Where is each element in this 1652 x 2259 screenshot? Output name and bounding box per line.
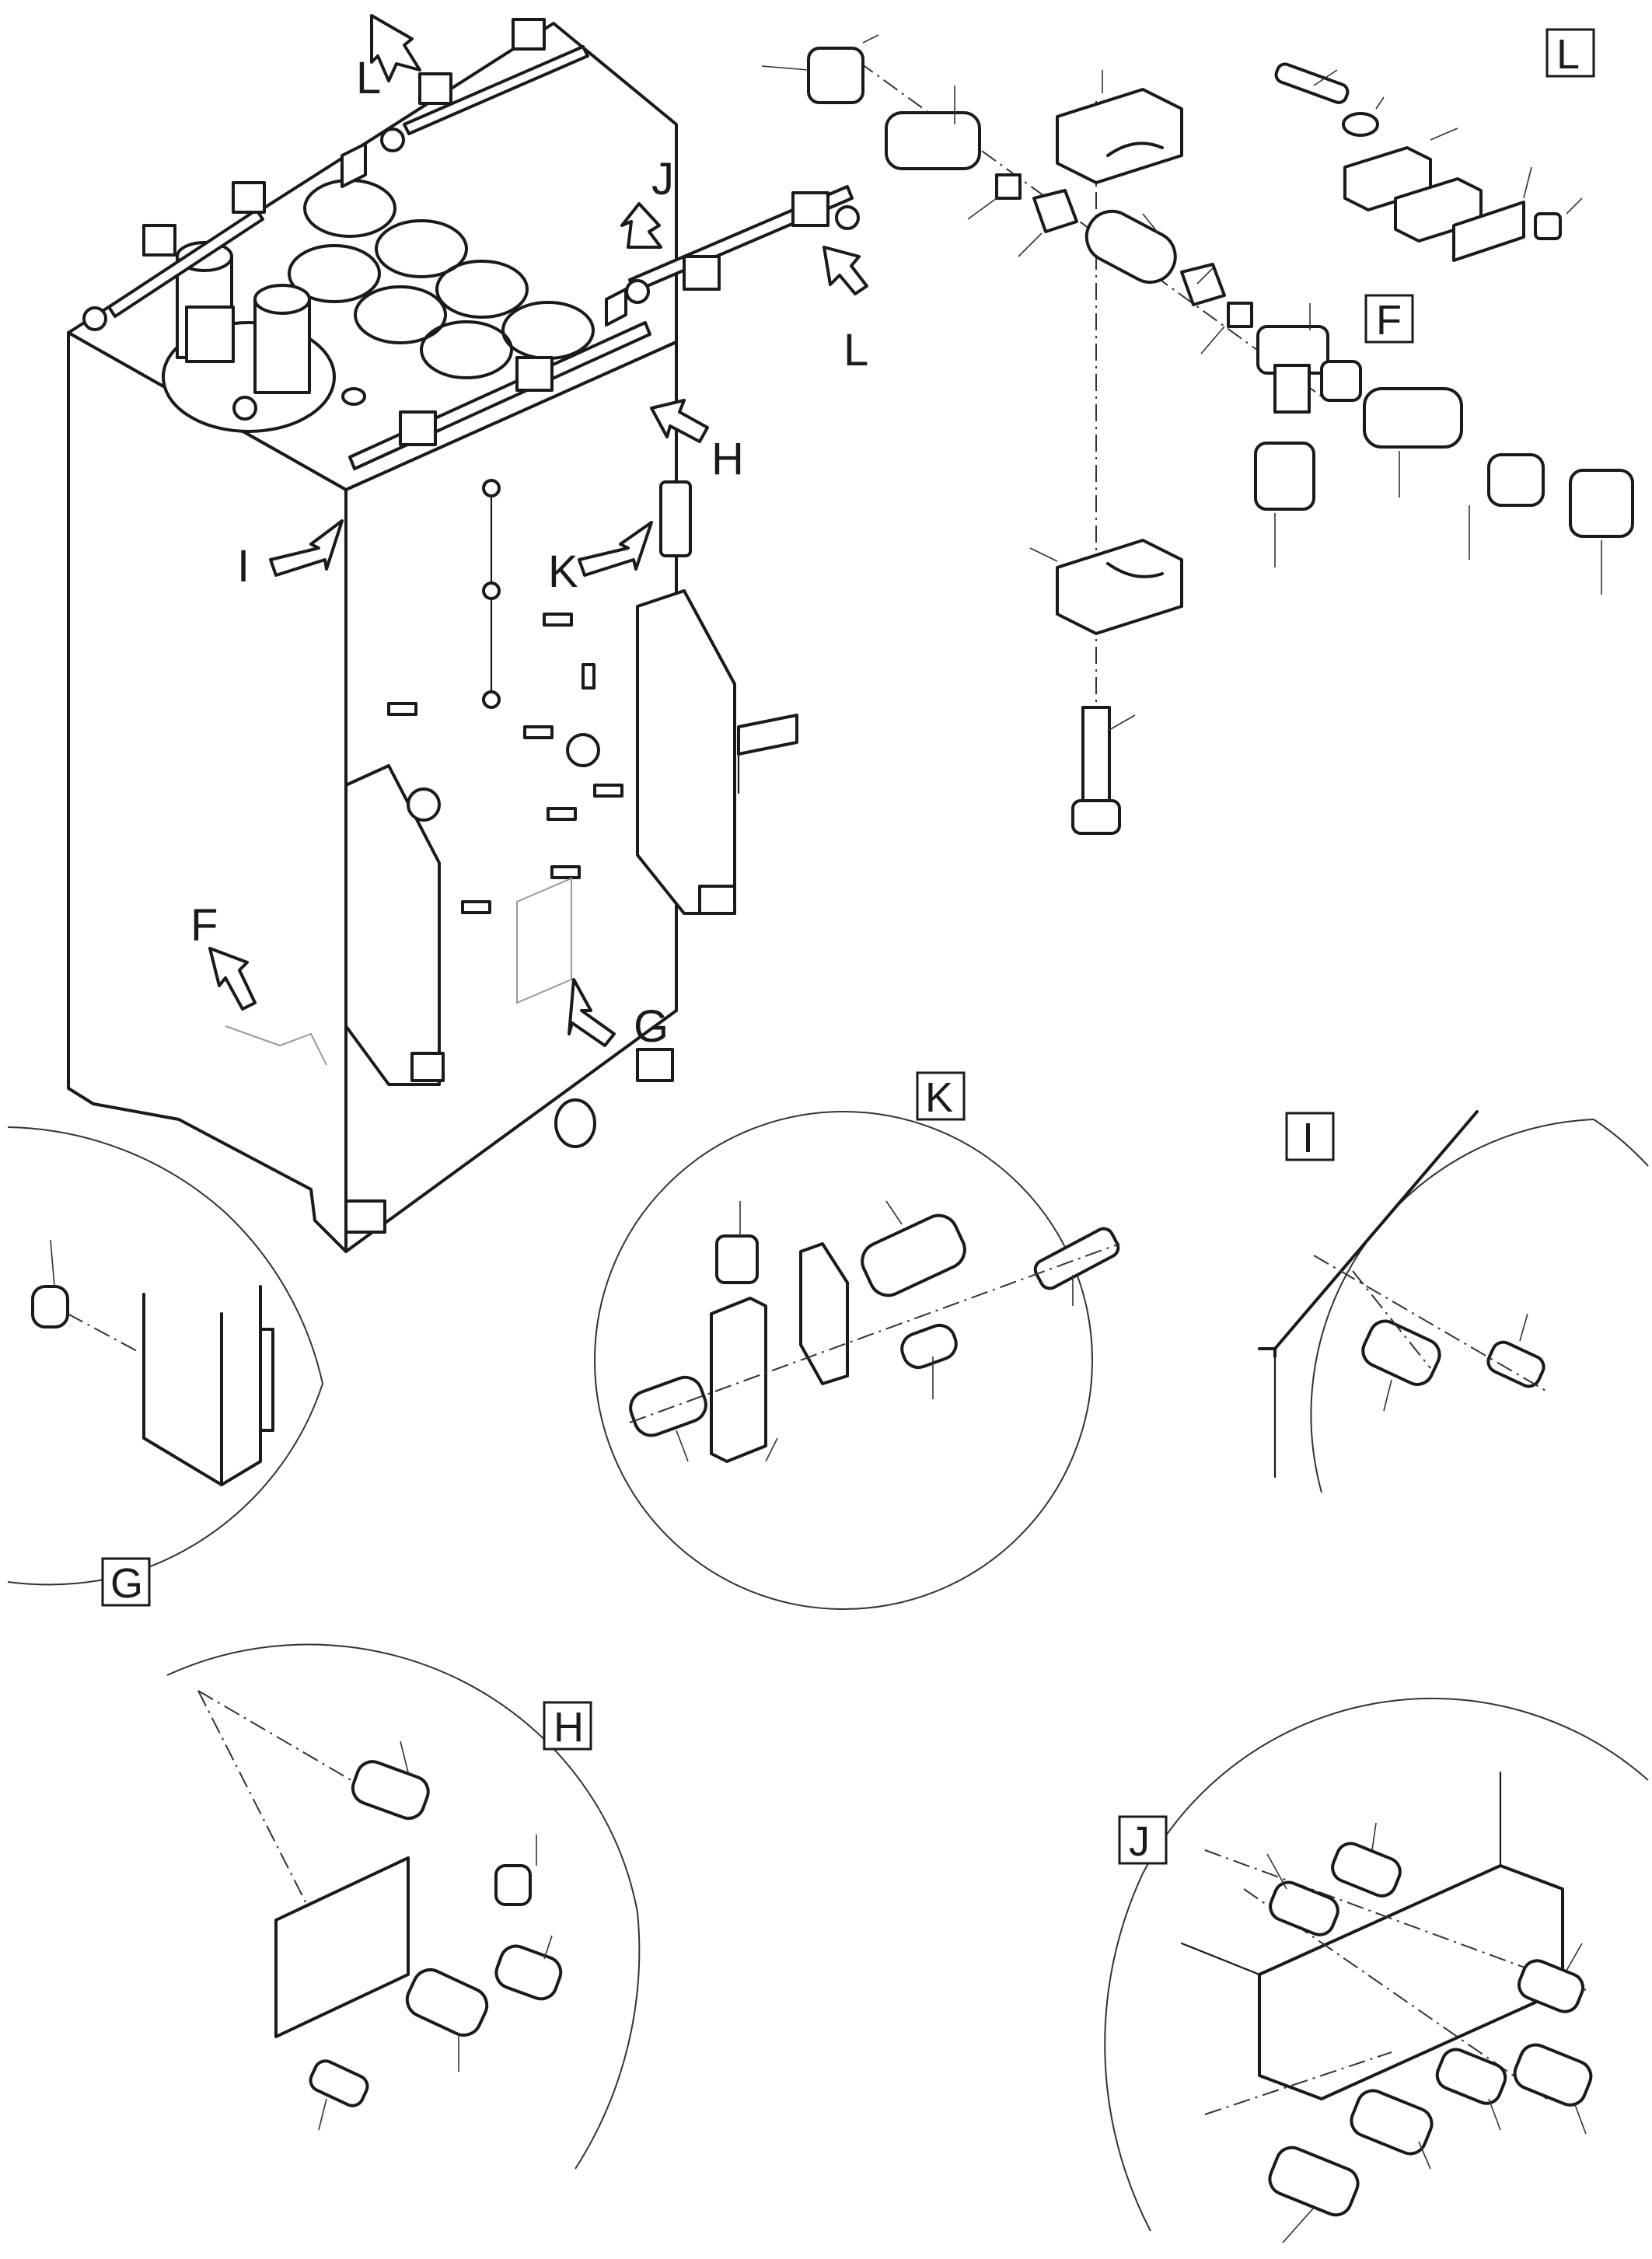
pipe-union <box>885 111 981 170</box>
arrow-J <box>620 202 662 249</box>
nipple-J-6 <box>1350 2089 1434 2156</box>
top-cylinders <box>162 241 336 433</box>
plate-L <box>1452 201 1525 262</box>
arrow-L-top <box>370 14 421 82</box>
cabinet-left-face <box>67 331 348 1253</box>
arrow-G <box>568 978 616 1047</box>
callout-L-top: L <box>356 53 381 103</box>
sleeve-K <box>900 1323 958 1370</box>
callout-arrows <box>208 14 868 1047</box>
nipple-J-2 <box>1269 1880 1339 1936</box>
right-face-details <box>225 479 692 1148</box>
detail-L-label: L <box>1545 28 1595 78</box>
detail-label-F: F <box>1376 297 1402 344</box>
bolt-L <box>1274 62 1350 104</box>
detail-F-label: F <box>1364 294 1414 344</box>
nipple-J-3 <box>1517 1959 1585 2013</box>
exploded-pipe-fittings <box>761 34 1634 835</box>
callout-K: K <box>548 546 578 597</box>
union-fitting-right <box>1363 387 1463 449</box>
plate-H <box>274 1856 410 2038</box>
detail-I: I <box>1258 1110 1649 1493</box>
plug-K <box>715 1234 759 1284</box>
nipple-I-small <box>1486 1340 1545 1388</box>
detail-label-J: J <box>1129 1818 1150 1865</box>
detail-label-H: H <box>554 1704 584 1751</box>
elbow-fitting-right <box>1569 469 1634 538</box>
side-ducts <box>344 589 798 1234</box>
clamp-lower-half <box>1056 539 1183 635</box>
callout-letters: L J L H I K F G <box>190 53 868 1052</box>
detail-label-K: K <box>925 1074 953 1121</box>
nipple-H-right <box>494 1944 563 2001</box>
nipple-J-4 <box>1435 2048 1507 2105</box>
nipple-I-large <box>1361 1319 1441 1386</box>
detail-H: H <box>166 1643 641 2170</box>
nut-L <box>1534 212 1562 240</box>
nipple-J-5 <box>1513 2043 1593 2107</box>
nipple-J-1 <box>1331 1842 1402 1898</box>
arrow-H <box>650 399 709 443</box>
washer-L <box>1342 112 1379 137</box>
clamp-upper-half <box>1056 88 1183 184</box>
bolt-K <box>1033 1227 1120 1290</box>
pipe-sleeve <box>1084 209 1177 285</box>
callout-I: I <box>237 541 250 592</box>
arrow-L-right <box>823 246 868 295</box>
plug-fitting-G <box>31 1285 69 1329</box>
nipple-J-7 <box>1268 2146 1360 2217</box>
callout-F: F <box>190 900 218 951</box>
main-cabinet: L J L H I K F G <box>67 14 868 1253</box>
nipple-H-small <box>309 2059 369 2107</box>
callout-H: H <box>711 434 744 484</box>
top-rails <box>82 18 860 470</box>
arrow-K <box>578 521 653 577</box>
union-K <box>861 1213 966 1297</box>
arrow-F <box>208 947 257 1011</box>
block-K <box>710 1297 767 1463</box>
plug-H <box>494 1864 532 1906</box>
elbow-fitting-mid <box>1254 442 1315 511</box>
detail-G: G <box>7 1126 324 1607</box>
elbow-fitting-top <box>807 47 864 104</box>
detail-K: K <box>594 1071 1120 1610</box>
callout-L-right: L <box>843 325 868 375</box>
detail-label-G: G <box>110 1560 143 1607</box>
arrow-I <box>269 519 344 577</box>
detail-label-L: L <box>1556 31 1580 78</box>
gasket-K <box>799 1242 849 1385</box>
nipple-H-top <box>351 1760 430 1821</box>
nipple-H-large <box>405 1968 489 2037</box>
detail-J: J <box>1104 1697 1649 2243</box>
detail-L-parts <box>1274 62 1583 262</box>
callout-G: G <box>634 1001 669 1052</box>
nipple-K <box>629 1375 707 1437</box>
detail-label-I: I <box>1302 1115 1314 1161</box>
callout-J: J <box>651 154 674 204</box>
top-round-openings <box>288 179 595 406</box>
